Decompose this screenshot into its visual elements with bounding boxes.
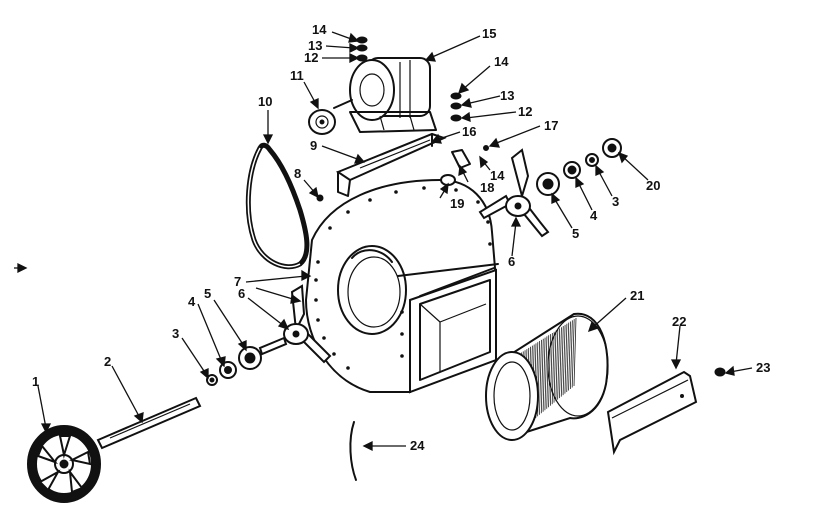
label-part-14-mid: 14 [490, 168, 505, 183]
housing-rivets [314, 186, 492, 370]
label-part-6-right: 6 [508, 254, 515, 269]
part-15-motor [333, 57, 437, 133]
wheel-blade-line [562, 324, 566, 396]
label-part-16: 16 [462, 124, 476, 139]
part-6-bearing-bracket-left [258, 284, 332, 364]
wheel-blade-line [560, 326, 564, 397]
wheel-blade-line [568, 321, 571, 391]
label-part-3-right: 3 [612, 194, 619, 209]
part-18-clip [451, 149, 471, 169]
part-5-bearing-left [238, 346, 262, 370]
part-labels: 1 2 3 4 5 6 7 8 9 10 11 12 13 14 15 14 1… [32, 22, 770, 453]
leader-lines [14, 31, 753, 452]
part-10-belt [245, 142, 310, 270]
wheel-blade-line [540, 338, 544, 414]
label-part-12-right: 12 [518, 104, 532, 119]
label-part-24: 24 [410, 438, 425, 453]
wheel-blade-line [559, 327, 562, 399]
label-part-1: 1 [32, 374, 39, 389]
label-part-19: 19 [450, 196, 464, 211]
wheel-blade-line [542, 337, 546, 412]
label-part-4-right: 4 [590, 208, 598, 223]
label-part-13-right: 13 [500, 88, 514, 103]
label-part-9: 9 [310, 138, 317, 153]
label-part-2: 2 [104, 354, 111, 369]
label-part-14-left: 14 [312, 22, 327, 37]
label-part-3-left: 3 [172, 326, 179, 341]
label-part-4-left: 4 [188, 294, 196, 309]
wheel-blade-line [566, 322, 570, 393]
part-5-bearing-right [536, 172, 560, 196]
wheel-blade-line [549, 332, 553, 406]
motor-mount-hardware-right [450, 92, 462, 122]
part-1-blower-pulley [27, 425, 101, 503]
wheel-blade-line [539, 339, 542, 415]
part-2-shaft [96, 396, 202, 450]
part-20-cap [602, 138, 622, 158]
wheel-blade-line [571, 319, 575, 388]
wheel-blade-line [557, 328, 561, 400]
label-part-23: 23 [756, 360, 770, 375]
part-24-strip [349, 421, 357, 481]
label-part-7: 7 [234, 274, 241, 289]
label-part-14-right: 14 [494, 54, 509, 69]
label-part-21: 21 [630, 288, 644, 303]
part-11-motor-pulley [308, 109, 336, 135]
wheel-blade-line [544, 336, 548, 411]
blower-housing [304, 178, 499, 394]
label-part-11: 11 [290, 68, 304, 83]
wheel-blade-line [553, 330, 557, 403]
wheel-blade-line [555, 329, 559, 402]
part-23-screw [714, 367, 726, 377]
label-part-5-left: 5 [204, 286, 211, 301]
label-part-18: 18 [480, 180, 494, 195]
part-22-cutoff-plate [606, 370, 698, 456]
label-part-8: 8 [294, 166, 301, 181]
part-4-collar-right [563, 161, 581, 179]
label-part-10: 10 [258, 94, 272, 109]
label-part-5-right: 5 [572, 226, 579, 241]
part-21-blower-wheel [485, 312, 609, 441]
wheel-blade-line [564, 323, 568, 394]
part-6-bearing-bracket-right [478, 148, 550, 238]
label-part-12-left: 12 [304, 50, 318, 65]
label-part-22: 22 [672, 314, 686, 329]
label-part-6-left: 6 [238, 286, 245, 301]
part-3-washer-right [585, 153, 599, 167]
wheel-blade-line [573, 317, 577, 387]
label-part-15: 15 [482, 26, 496, 41]
label-part-13-left: 13 [308, 38, 322, 53]
part-3-washer-left [206, 374, 218, 386]
wheel-blade-line [569, 320, 573, 390]
part-17-screw [483, 145, 489, 151]
label-part-20: 20 [646, 178, 660, 193]
label-part-17: 17 [544, 118, 558, 133]
